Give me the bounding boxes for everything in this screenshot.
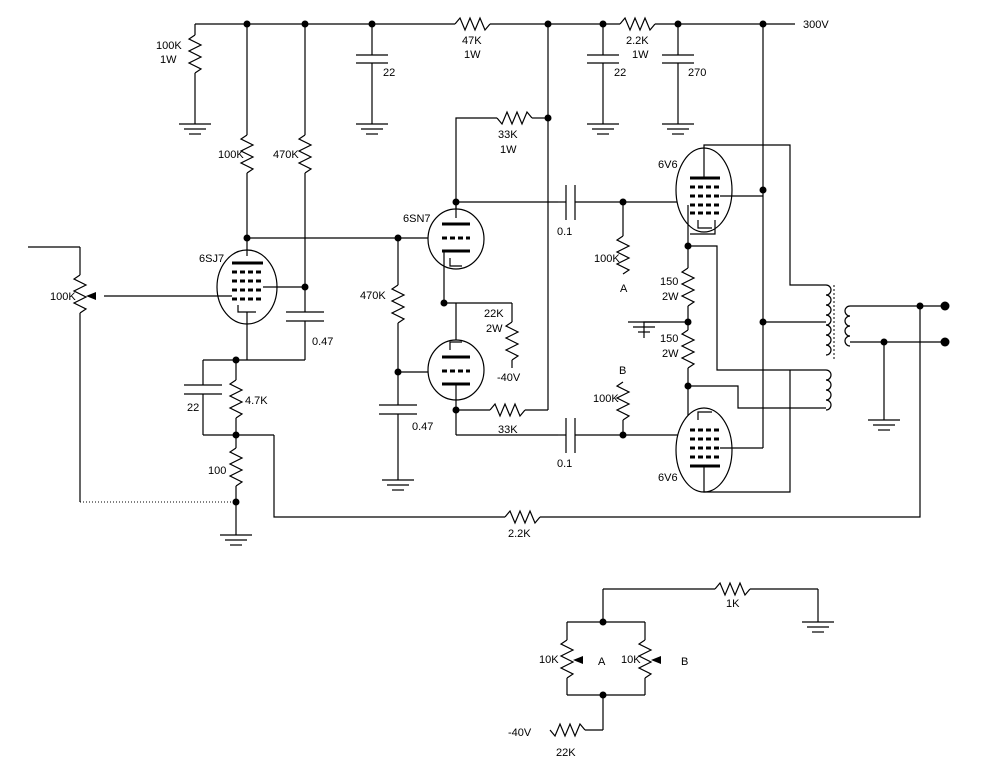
resistor-100k-a-label: 100K [594,253,620,265]
resistor-100k-a [615,202,631,275]
bias-pot-a-label: 10K [539,654,559,666]
resistor-47k-rating: 1W [464,49,481,61]
tube-6v6-top [675,147,733,233]
tube-6sj7-label: 6SJ7 [199,253,224,265]
bias-supply-label: -40V [508,727,532,739]
resistor-22k-value: 22K [484,308,504,320]
capacitor-01-top-label: 0.1 [557,226,572,238]
capacitor-270 [662,24,694,135]
capacitor-270-label: 270 [688,67,706,79]
bias-node-b-label: B [681,656,688,668]
resistor-150-b-value: 150 [660,333,678,345]
bias-network [549,581,834,738]
resistor-33k-bottom [455,402,558,436]
resistor-2k2-feedback [273,306,921,525]
resistor-22k-rating: 2W [486,323,503,335]
tube-6sn7-label: 6SN7 [403,213,431,225]
resistor-150-a-rating: 2W [662,291,679,303]
bias-1k-label: 1K [726,598,740,610]
resistor-470k-screen [297,24,313,312]
resistor-100k-1w-value: 100K [156,40,182,52]
capacitor-047-grid [379,404,417,491]
tube-6sj7 [104,238,305,360]
capacitor-047-screen [286,311,324,360]
resistor-100k-b [615,381,631,435]
resistor-100k-b-label: 100K [593,393,619,405]
tube-6sn7-bottom [427,339,485,414]
resistor-470k-grid [390,238,434,405]
output-transformer [800,284,950,431]
resistor-33k-1w [455,24,552,410]
resistor-33k-bottom-label: 33K [498,424,518,436]
resistor-2k2-feedback-label: 2.2K [508,528,531,540]
resistor-22k-2w-tail [440,299,520,368]
resistor-2k2-rating: 1W [632,49,649,61]
resistor-2k2-value: 2.2K [626,35,649,47]
resistor-100-label: 100 [208,465,226,477]
capacitor-22-cathode-label: 22 [187,402,199,414]
resistor-470k-screen-label: 470K [273,149,299,161]
resistor-100k-1w [179,24,211,135]
node-b-label: B [619,365,626,377]
resistor-33k-value: 33K [498,129,518,141]
capacitor-01-top [558,185,680,220]
resistor-150-b [680,318,696,430]
capacitor-22-b [587,24,619,135]
tube-6v6-bottom-label: 6V6 [658,472,678,484]
resistor-150-b-rating: 2W [662,348,679,360]
supply-rail [195,16,795,32]
bias-node-a-label: A [598,656,606,668]
capacitor-22-a [356,24,388,135]
resistor-150-a [680,242,696,322]
capacitor-22-b-label: 22 [614,67,626,79]
bias-pot-b-label: 10K [621,654,641,666]
resistor-100k-plate [239,24,255,238]
resistor-100k-1w-rating: 1W [160,54,177,66]
capacitor-22-a-label: 22 [383,67,395,79]
potentiometer-100k-volume [28,246,96,502]
supply-voltage-label: 300V [803,19,829,31]
cathode-network-6sj7 [184,356,305,546]
resistor-470k-grid-label: 470K [360,290,386,302]
node-a-label: A [620,283,628,295]
resistor-150-a-value: 150 [660,276,678,288]
tube-6v6-bottom [675,407,733,493]
resistor-33k-rating: 1W [500,144,517,156]
potentiometer-volume-label: 100K [50,291,76,303]
resistor-22k-supply-label: -40V [497,372,521,384]
tube-6v6-top-label: 6V6 [658,159,678,171]
resistor-4k7-label: 4.7K [245,395,268,407]
tube-6sn7-top [427,198,485,303]
capacitor-01-bottom [558,418,680,453]
resistor-100k-plate-label: 100K [218,149,244,161]
capacitor-01-bottom-label: 0.1 [557,458,572,470]
bias-22k-label: 22K [556,747,576,759]
capacitor-047-grid-label: 0.47 [412,421,433,433]
resistor-47k-value: 47K [462,35,482,47]
capacitor-047-screen-label: 0.47 [312,336,333,348]
